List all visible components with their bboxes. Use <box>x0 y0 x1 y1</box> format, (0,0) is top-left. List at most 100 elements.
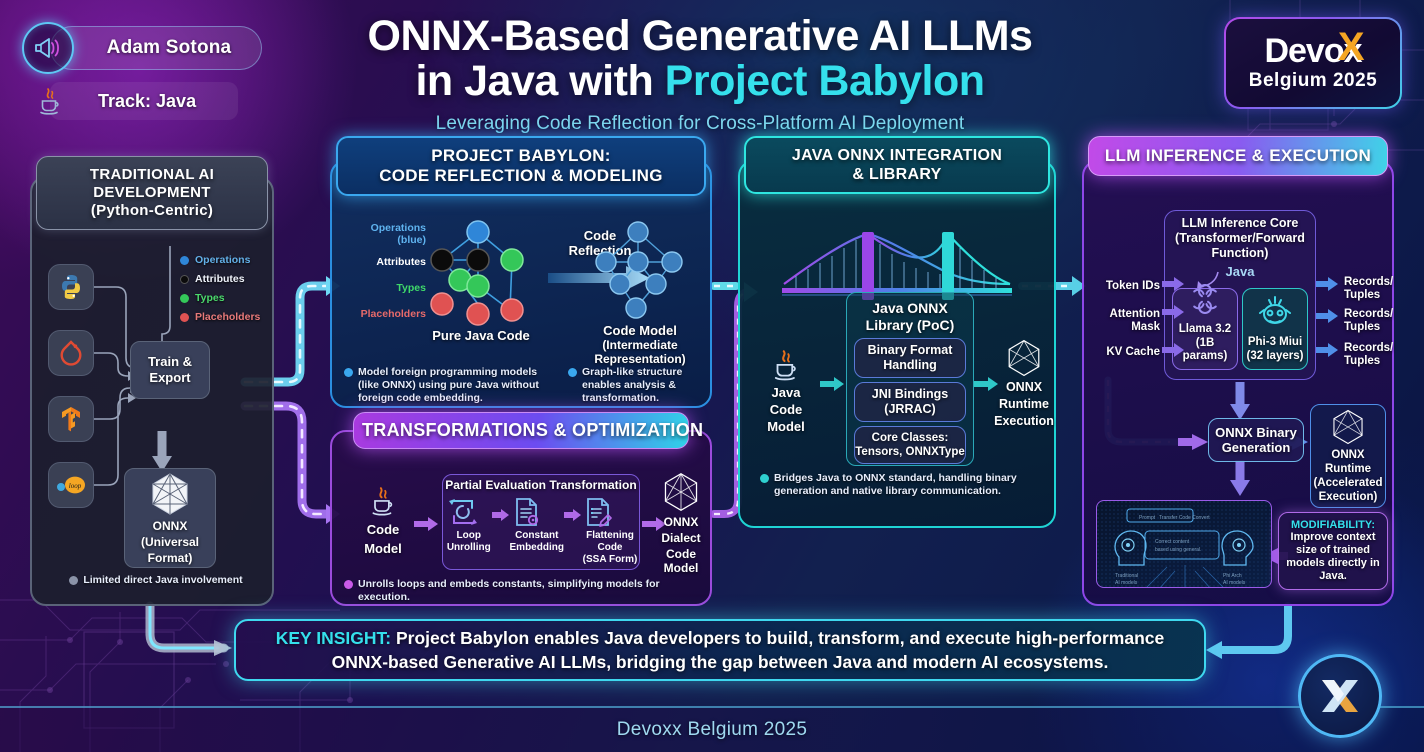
traditional-legend: Operations Attributes Types Placeholders <box>180 254 260 323</box>
babylon-legend: Operations (blue) Attributes Types Place… <box>344 222 426 320</box>
title-block: ONNX-Based Generative AI LLMs in Java wi… <box>300 14 1100 135</box>
onnx-dialect-line2: Dialect <box>661 531 701 545</box>
babylon-legend-operations-label: Operations <box>370 222 426 234</box>
babylon-legend-types: Types <box>396 282 426 294</box>
babylon-legend-placeholders: Placeholders <box>360 308 426 320</box>
arrow-icon <box>974 377 998 391</box>
panel-transformations-body <box>330 430 712 606</box>
devoxx-x-badge-icon <box>1298 654 1382 738</box>
devoxx-word-text: Devox <box>1264 32 1362 70</box>
legend-swatch-types <box>180 293 189 303</box>
llm-core-title-line2: (Transformer/Forward <box>1175 231 1305 245</box>
library-title-line1: Java ONNX <box>872 300 948 316</box>
inference-output-1: Records/ Tuples <box>1344 308 1394 333</box>
devoxx-logo: Devox X Belgium 2025 <box>1224 17 1402 109</box>
java-code-model-line3: Model <box>767 418 805 434</box>
ai-heads-illustration: Prompt Transfer Code Convert Correct con… <box>1096 500 1272 588</box>
llm-core-title-line3: Function) <box>1211 246 1269 260</box>
code-reflection-line2: Reflection <box>568 243 632 258</box>
bullet-icon <box>760 474 769 483</box>
code-reflection-label: Code Reflection <box>548 228 652 258</box>
runtime-exec-line1: ONNX <box>1005 379 1043 394</box>
legend-label-placeholders: Placeholders <box>195 311 261 323</box>
inference-output-0: Records/ Tuples <box>1344 276 1394 301</box>
babylon-legend-operations-sub: (blue) <box>397 234 426 246</box>
svg-text:Traditional: Traditional <box>1115 573 1138 579</box>
arrow-icon <box>414 517 438 531</box>
title-line-2: in Java with Project Babylon <box>300 59 1100 104</box>
train-export-label: Train & Export <box>147 354 193 385</box>
modifiability-text: Improve context size of trained models d… <box>1286 531 1380 582</box>
panel-integration-title: JAVA ONNX INTEGRATION & LIBRARY <box>744 136 1050 194</box>
devoxx-logo-sub: Belgium 2025 <box>1248 70 1378 91</box>
onnx-polyhedron-icon <box>1008 339 1040 376</box>
transform-step-flattening-label: Flattening Code (SSA Form) <box>582 530 638 565</box>
library-item-jni-bindings: JNI Bindings (JRRAC) <box>854 382 966 422</box>
bullet-icon <box>568 368 577 377</box>
library-item-binary-format: Binary Format Handling <box>854 338 966 378</box>
title-line-2-prefix: in Java with <box>415 57 665 105</box>
panel-llm-inference: LLM INFERENCE & EXECUTION LLM Inference … <box>1082 136 1394 606</box>
runtime-exec-line2: Runtime <box>999 396 1049 411</box>
pure-java-code-caption: Pure Java Code <box>432 328 530 343</box>
integration-note-text: Bridges Java to ONNX standard, handling … <box>774 472 1017 497</box>
legend-label-operations: Operations <box>195 254 251 266</box>
legend-item-types: Types <box>180 292 260 304</box>
panel-babylon-title: PROJECT BABYLON: CODE REFLECTION & MODEL… <box>336 136 706 196</box>
code-model-caption: Code Model (Intermediate Representation) <box>580 324 700 367</box>
model-llama-name: Llama 3.2 <box>1178 323 1232 335</box>
inference-input-attention-mask: Attention Mask <box>1109 308 1160 333</box>
llm-core-title: LLM Inference Core (Transformer/Forward … <box>1164 216 1316 261</box>
java-onnx-library-title: Java ONNX Library (PoC) <box>846 300 974 334</box>
model-phi3-name: Phi-3 Miui <box>1247 336 1303 348</box>
title-line-2-accent: Project Babylon <box>664 57 985 105</box>
library-item-2-line2: Tensors, ONNXType <box>855 446 965 458</box>
bullet-icon <box>344 368 353 377</box>
llm-core-java-badge: Java <box>1225 264 1255 279</box>
library-item-1-line1: JNI Bindings <box>871 387 949 401</box>
runtime-acc-line4: Execution) <box>1318 491 1378 503</box>
panel-traditional-ai: TRADITIONAL AI DEVELOPMENT (Python-Centr… <box>30 156 274 606</box>
legend-item-operations: Operations <box>180 254 260 266</box>
runtime-exec-line3: Execution <box>994 413 1054 428</box>
svg-text:Prompt: Prompt <box>1139 515 1156 521</box>
legend-item-attributes: Attributes <box>180 273 260 285</box>
inference-input-token-ids: Token IDs <box>1105 280 1160 292</box>
modifiability-callout: MODIFIABILITY: Improve context size of t… <box>1278 512 1388 590</box>
onnx-runtime-execution: ONNX Runtime Execution <box>992 338 1056 428</box>
transform-step-loop-label: Loop Unrolling <box>446 530 491 553</box>
library-item-core-classes: Core Classes: Tensors, ONNXType <box>854 426 966 464</box>
onnx-format-box: ONNX (Universal Format) <box>124 468 216 568</box>
babylon-note-left-text: Model foreign programming models (like O… <box>358 366 539 404</box>
code-model-graph <box>595 221 683 319</box>
llama-logo-icon <box>1193 284 1217 314</box>
svg-text:AI models: AI models <box>1223 580 1246 586</box>
panel-integration-title-line1: JAVA ONNX INTEGRATION <box>791 147 1003 164</box>
panel-transformations-title: TRANSFORMATIONS & OPTIMIZATION <box>353 412 703 449</box>
panel-integration-title-line2: & LIBRARY <box>852 166 942 183</box>
library-item-0-line1: Binary Format <box>867 343 953 357</box>
runtime-acc-line3: (Accelerated <box>1313 477 1383 489</box>
document-gear-icon <box>515 498 538 526</box>
transform-step-constant-label: Constant Embedding <box>509 530 564 553</box>
track-row: Track: Java <box>22 82 322 124</box>
java-cup-icon <box>30 80 70 122</box>
library-item-2-line1: Core Classes: <box>871 432 949 444</box>
bullet-icon <box>344 580 353 589</box>
code-model-caption-line2: (Intermediate <box>602 338 678 352</box>
onnx-format-line3: Format) <box>147 551 193 565</box>
babylon-legend-attributes: Attributes <box>376 256 426 268</box>
key-insight-banner: KEY INSIGHT: Project Babylon enables Jav… <box>234 619 1206 681</box>
transform-step-constant-embedding: Constant Embedding <box>510 496 564 554</box>
binary-gen-line2: Generation <box>1221 440 1291 455</box>
onnx-polyhedron-icon <box>152 473 188 515</box>
traditional-note-text: Limited direct Java involvement <box>83 574 243 586</box>
svg-text:AI models: AI models <box>1115 580 1138 586</box>
babylon-note-right-text: Graph-like structure enables analysis & … <box>582 366 683 404</box>
onnx-binary-generation: ONNX Binary Generation <box>1208 418 1304 462</box>
onnx-runtime-accelerated: ONNX Runtime (Accelerated Execution) <box>1310 404 1386 508</box>
runtime-acc-line1: ONNX <box>1331 449 1365 461</box>
transform-input-code-model: Code Model <box>352 484 414 558</box>
modifiability-label: MODIFIABILITY: <box>1290 519 1376 531</box>
